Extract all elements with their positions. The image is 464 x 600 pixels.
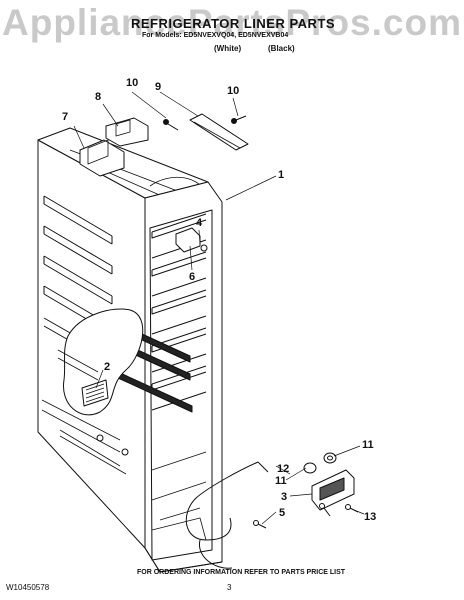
callout-5: 5 — [279, 507, 286, 519]
callout-4: 4 — [196, 217, 203, 229]
variant-black: (Black) — [268, 44, 295, 53]
page-number: 3 — [227, 583, 232, 592]
callout-10-top-right: 10 — [227, 85, 240, 97]
callout-10-top-left: 10 — [126, 77, 139, 89]
callout-11-right: 11 — [362, 439, 374, 451]
callout-12: 12 — [277, 463, 290, 475]
callout-6: 6 — [189, 271, 196, 283]
callout-11-left: 11 — [275, 475, 287, 487]
callout-3: 3 — [281, 491, 288, 503]
part-8-bracket — [105, 117, 149, 147]
callout-9: 9 — [155, 81, 162, 93]
part-7-duct — [79, 139, 125, 177]
callout-2: 2 — [104, 361, 111, 373]
leader-lines — [73, 91, 365, 525]
callout-7: 7 — [62, 111, 69, 123]
part-12-tubing — [185, 461, 269, 569]
part-9-cover — [189, 113, 249, 151]
part-11-grommets — [303, 452, 337, 474]
liner-floor — [144, 517, 223, 573]
callout-13: 13 — [364, 511, 377, 523]
page-title: REFRIGERATOR LINER PARTS — [130, 16, 336, 31]
part-6-screw — [200, 244, 208, 252]
watermark: AppliancePartsPros.com — [2, 2, 462, 43]
ordering-note: FOR ORDERING INFORMATION REFER TO PARTS … — [137, 569, 346, 576]
document-number: W10450578 — [6, 583, 50, 592]
part-4-bracket — [175, 227, 201, 253]
model-numbers: For Models: ED5NVEXVQ04, ED5NVEXVB04 — [142, 32, 289, 39]
callout-8: 8 — [95, 91, 102, 103]
variant-white: (White) — [214, 44, 242, 53]
callout-1: 1 — [278, 169, 285, 181]
part-5-screw — [253, 520, 267, 529]
part-3-housing — [311, 469, 355, 511]
part-10-screws — [163, 115, 247, 131]
